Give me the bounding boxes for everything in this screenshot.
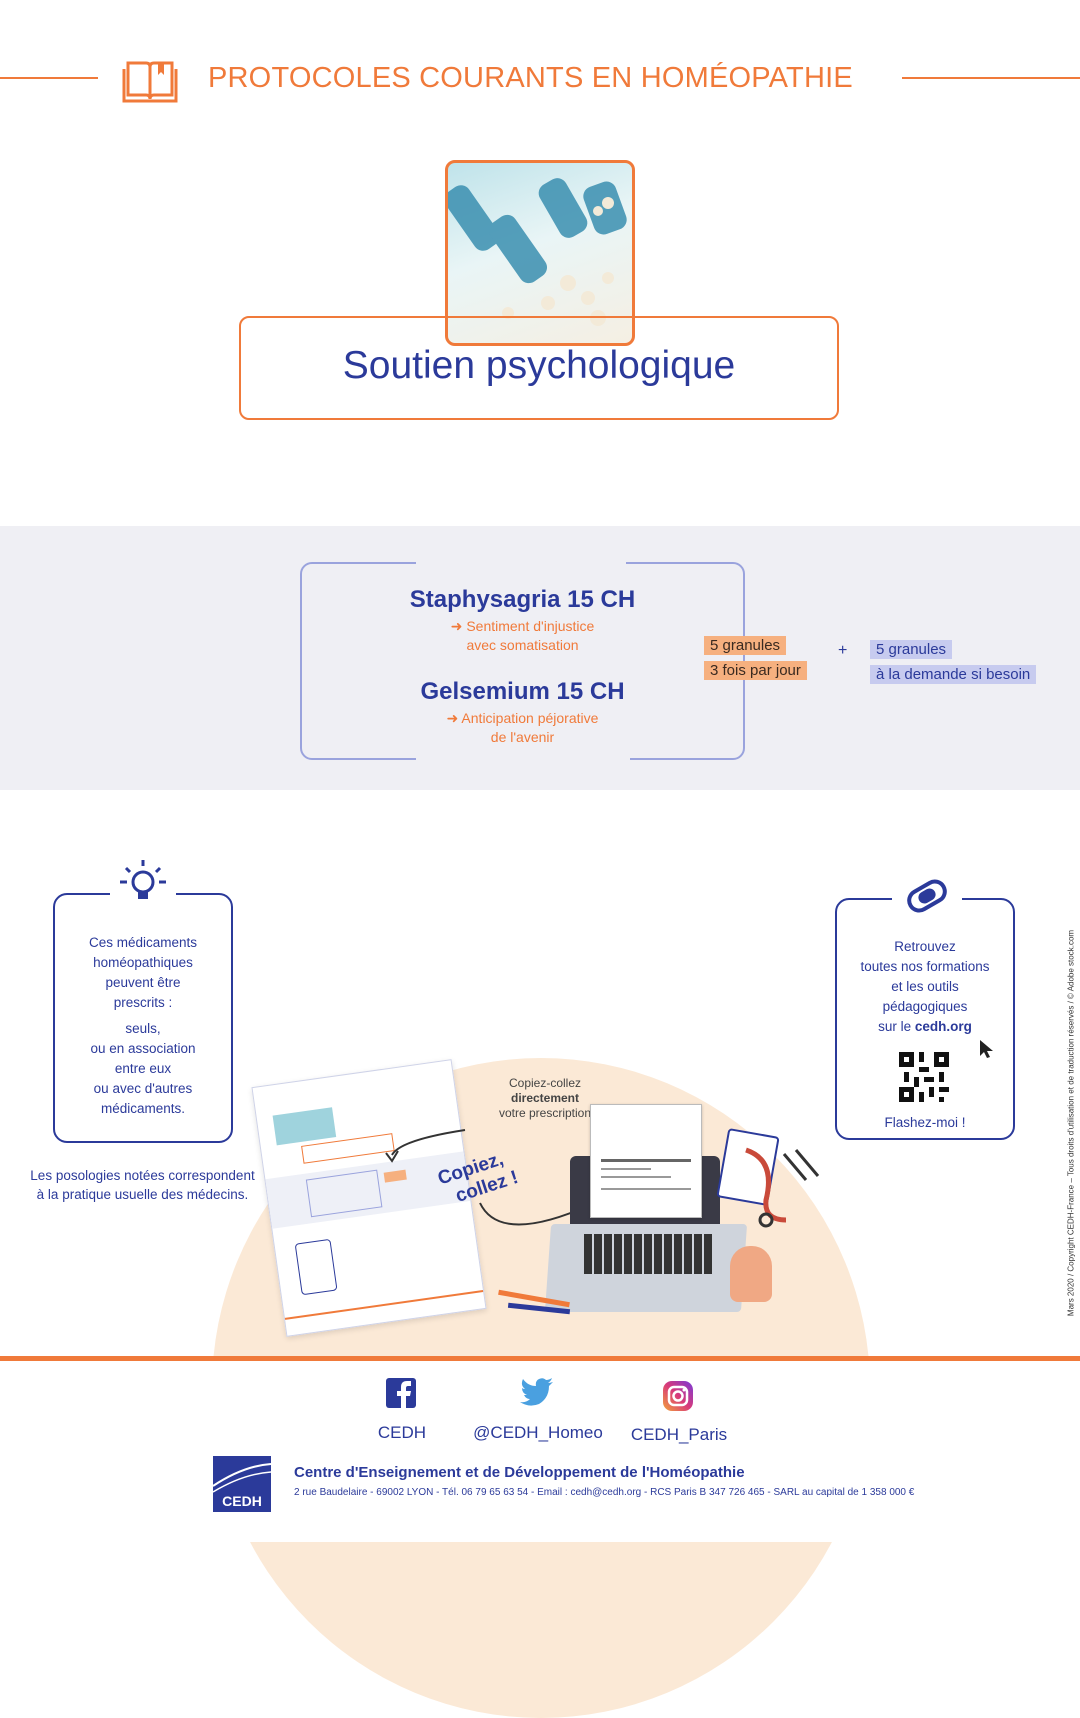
info-line: homéopathiques <box>93 955 193 970</box>
protocol-title-box: Soutien psychologique <box>239 316 839 420</box>
instagram-icon[interactable] <box>662 1380 694 1412</box>
dosage-primary-frequency: 3 fois par jour <box>704 661 807 680</box>
plus-sign: + <box>838 642 848 659</box>
hand-illustration <box>730 1246 772 1302</box>
remedies-box-gap-bottom <box>416 756 630 762</box>
dosage-secondary-amount: 5 granules <box>870 640 953 659</box>
remedy-name: Gelsemium 15 CH <box>420 678 625 705</box>
copy-hint-line: votre prescription <box>498 1106 592 1120</box>
prescription-info-box <box>53 893 233 1143</box>
info-line: ou avec d'autres <box>93 1081 193 1096</box>
twitter-icon[interactable] <box>520 1378 554 1408</box>
organization-name: Centre d'Enseignement et de Développemen… <box>294 1464 745 1481</box>
resources-line: et les outils <box>891 979 959 994</box>
posology-note-line: Les posologies notées correspondent <box>30 1168 255 1183</box>
footer-rule <box>0 1356 1080 1361</box>
site-link[interactable]: cedh.org <box>914 1019 972 1034</box>
remedy-indication: de l'avenir <box>490 729 555 745</box>
cedh-logo: CEDH <box>213 1456 271 1512</box>
twitter-handle[interactable]: @CEDH_Homeo <box>473 1423 603 1442</box>
copyright-vertical-note: Mars 2020 / Copyright CEDH-France – Tous… <box>1062 890 1080 1355</box>
resources-line: Retrouvez <box>894 939 956 954</box>
facebook-icon[interactable] <box>386 1378 416 1408</box>
lightbulb-icon <box>120 860 166 899</box>
page-header-title: PROTOCOLES COURANTS EN HOMÉOPATHIE <box>208 62 853 94</box>
info-line: Ces médicaments <box>88 935 198 950</box>
dosage-primary-amount: 5 granules <box>704 636 787 655</box>
remedy-indication: ➜ Sentiment d'injustice <box>450 618 595 634</box>
laptop-keys <box>584 1234 712 1274</box>
posology-note: Les posologies notées correspondent à la… <box>20 1166 265 1204</box>
qr-code-icon[interactable] <box>899 1052 949 1102</box>
copy-hint: Copiez-collez directement votre prescrip… <box>470 1076 620 1121</box>
remedies-box-gap-top <box>416 560 626 566</box>
posology-note-line: à la pratique usuelle des médecins. <box>36 1187 249 1202</box>
stethoscope-icon <box>745 1147 820 1228</box>
remedy-indication: ➜ Anticipation péjorative <box>446 710 599 726</box>
info-line: peuvent être <box>105 975 181 990</box>
header-rule-right <box>902 77 1080 79</box>
remedy-name: Staphysagria 15 CH <box>409 586 636 613</box>
remedy-indication: avec somatisation <box>466 637 579 653</box>
link-icon <box>907 879 947 913</box>
dosage-secondary-frequency: à la demande si besoin <box>870 665 1037 684</box>
cursor-icon <box>980 1040 993 1058</box>
prescription-info-text: Ces médicaments homéopathiques peuvent ê… <box>60 933 226 1119</box>
copy-hint-line: directement <box>510 1091 580 1105</box>
site-prefix: sur le <box>878 1019 915 1034</box>
resources-line: pédagogiques <box>882 999 968 1014</box>
book-icon <box>122 61 178 103</box>
facebook-handle[interactable]: CEDH <box>377 1423 427 1442</box>
resources-line: toutes nos formations <box>860 959 990 974</box>
copyright-text: Mars 2020 / Copyright CEDH-France – Tous… <box>1066 929 1076 1316</box>
protocol-title: Soutien psychologique <box>342 344 736 387</box>
info-line: médicaments. <box>100 1101 186 1116</box>
info-line: seuls, <box>125 1021 161 1036</box>
organization-address: 2 rue Baudelaire - 69002 LYON - Tél. 06 … <box>294 1487 915 1498</box>
resources-site-line: sur le cedh.org <box>842 1017 1008 1037</box>
info-line: entre eux <box>114 1061 172 1076</box>
info-line: prescrits : <box>113 995 173 1010</box>
homeopathy-tubes-photo <box>445 160 635 346</box>
instagram-handle[interactable]: CEDH_Paris <box>630 1425 728 1444</box>
info-line: ou en association <box>90 1041 196 1056</box>
header-rule-left <box>0 77 98 79</box>
resources-text: Retrouvez toutes nos formations et les o… <box>842 937 1008 1037</box>
prescription-document <box>590 1104 702 1218</box>
cedh-logo-text: CEDH <box>222 1493 262 1509</box>
copy-hint-line: Copiez-collez <box>508 1076 582 1090</box>
qr-label: Flashez-moi ! <box>884 1115 966 1130</box>
